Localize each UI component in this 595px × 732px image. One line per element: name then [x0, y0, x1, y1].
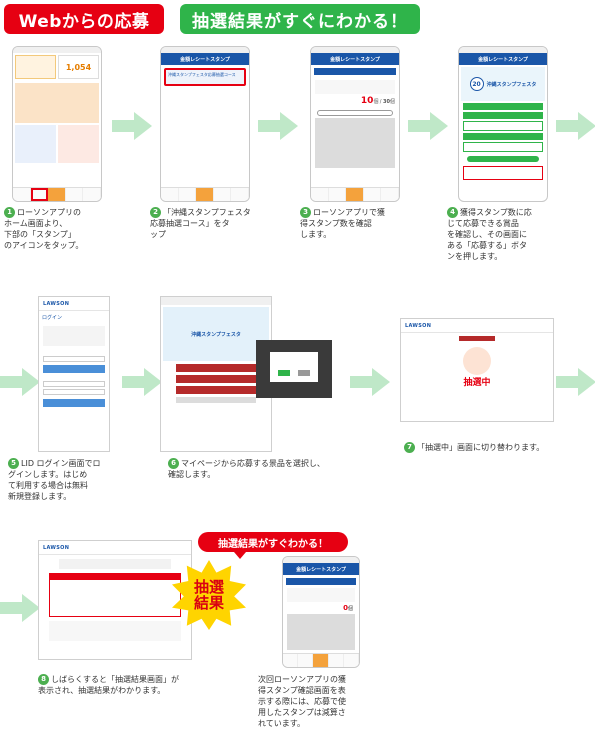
- screen-app-home: 1,054: [12, 46, 102, 202]
- tab-stamp[interactable]: [30, 188, 49, 201]
- arrow-right-icon: [0, 594, 40, 622]
- arrow-right-icon: [0, 368, 40, 396]
- screen-prize-list: 金額レシートスタンプ 20 沖縄スタンプフェスタ: [458, 46, 548, 202]
- course-item-okinawa[interactable]: 沖縄スタンプフェスタ応募抽選コース: [164, 68, 246, 86]
- screen-stamp-updated: 金額レシートスタンプ 0個: [282, 556, 360, 668]
- prize-row[interactable]: [176, 364, 256, 372]
- app-title: 金額レシートスタンプ: [161, 53, 249, 65]
- step-7-caption: 7「抽選中」画面に切り替わります。: [404, 442, 584, 453]
- result-box: [49, 573, 181, 617]
- tab-more[interactable]: [83, 188, 101, 201]
- confirm-dialog: [270, 352, 318, 382]
- prize-row[interactable]: [176, 386, 256, 394]
- login-title: ログイン: [42, 315, 63, 321]
- home-banner: 1,054: [13, 53, 101, 81]
- screen-mypage: 沖縄スタンプフェスタ: [160, 296, 272, 452]
- email-field[interactable]: [43, 381, 105, 387]
- app-title: 金額レシートスタンプ: [311, 53, 399, 65]
- result-burst-icon: 抽選結果: [172, 560, 246, 630]
- apply-link-button[interactable]: [317, 110, 393, 116]
- id-field[interactable]: [43, 356, 105, 362]
- app-title: 金額レシートスタンプ: [459, 53, 547, 65]
- web-entry-badge: Webからの応募: [4, 4, 164, 34]
- anniversary-badge: 20: [469, 77, 484, 91]
- cancel-button[interactable]: [298, 370, 310, 376]
- fest-title: 沖縄スタンプフェスタ: [486, 81, 537, 88]
- app-tabbar: [13, 187, 101, 201]
- arrow-right-icon: [556, 368, 595, 396]
- instant-result-badge: 抽選結果がすぐにわかる！: [180, 4, 420, 34]
- password-field[interactable]: [43, 389, 105, 395]
- arrow-right-icon: [122, 368, 162, 396]
- lawson-logo: LAWSON: [43, 300, 70, 307]
- arrow-right-icon: [350, 368, 390, 396]
- confirm-modal-overlay: [256, 340, 332, 398]
- arrow-right-icon: [258, 112, 298, 140]
- tab-search[interactable]: [66, 188, 84, 201]
- step-2-caption: 2「沖縄スタンプフェスタ 応募抽選コース」をタ ップ: [150, 207, 251, 239]
- arrow-right-icon: [556, 112, 595, 140]
- promo-tile[interactable]: [15, 83, 99, 123]
- arrow-right-icon: [408, 112, 448, 140]
- course-header: [314, 68, 396, 75]
- clerk-illustration: [463, 347, 491, 375]
- screen-results: LAWSON: [38, 540, 192, 660]
- lawson-logo: LAWSON: [405, 322, 432, 329]
- tab-coupon[interactable]: [48, 188, 66, 201]
- prize-row[interactable]: [176, 375, 256, 383]
- ok-button[interactable]: [278, 370, 290, 376]
- final-note: 次回ローソンアプリの獲 得スタンプ確認画面を表 示する際には、応募で使 用したス…: [258, 675, 346, 728]
- login-button[interactable]: [43, 399, 105, 407]
- app-title: 金額レシートスタンプ: [283, 563, 359, 575]
- arrow-right-icon: [112, 112, 152, 140]
- apply-button[interactable]: [467, 156, 539, 162]
- drawing-label: 抽選中: [463, 378, 491, 388]
- register-button[interactable]: [43, 365, 105, 373]
- lawson-logo: LAWSON: [43, 544, 70, 551]
- screen-drawing: LAWSON 抽選中: [400, 318, 554, 422]
- instant-result-callout: 抽選結果がすぐわかる！: [198, 532, 348, 559]
- fest-banner: 沖縄スタンプフェスタ: [163, 307, 269, 361]
- screen-stamp-list: 金額レシートスタンプ 沖縄スタンプフェスタ応募抽選コース: [160, 46, 250, 202]
- stamp-count: 10個 / 30個: [360, 96, 395, 106]
- tab-home[interactable]: [13, 188, 31, 201]
- screen-stamp-count: 金額レシートスタンプ 10個 / 30個: [310, 46, 400, 202]
- screen-lid-login: LAWSON ログイン: [38, 296, 110, 452]
